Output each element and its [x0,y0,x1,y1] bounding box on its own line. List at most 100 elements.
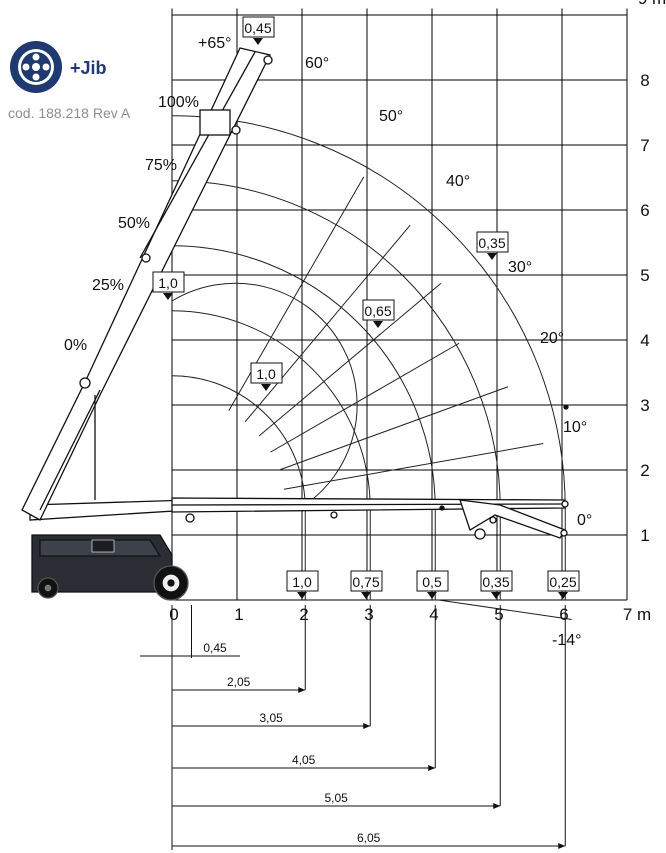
capacity-box-frame [152,271,185,293]
capacity-marker [373,321,383,328]
capacity-box: 0,35 [480,570,513,599]
angle-label: 30° [508,259,532,276]
y-tick-label: 5 [640,266,649,285]
capacity-box-frame [476,231,509,253]
radius-arc [171,180,501,600]
capacity-box-frame [250,362,283,384]
y-tick-label: 1 [640,526,649,545]
jib-label: +Jib [70,58,107,78]
extension-label: 25% [92,277,124,294]
capacity-marker [427,592,437,599]
capacity-box: 1,0 [250,362,283,391]
dimension-arrow [558,843,566,849]
angle-lines [228,176,572,620]
dimension-label: 0,45 [203,641,227,655]
y-tick-label: 4 [640,331,649,350]
radius-arc [171,282,358,510]
extension-label: 75% [145,157,177,174]
radius-arc [171,245,436,600]
capacity-box: 0,25 [547,570,580,599]
dimension-arrow [493,803,501,809]
extension-label: 50% [118,215,150,232]
x-tick-label: 3 [364,605,373,624]
wheel-icon [10,41,62,93]
capacity-box-label: 1,0 [256,366,276,382]
capacity-boxes: 0,45 1,0 1,0 0,65 0,35 1,0 0,75 0,5 0,35 0,25 [152,16,580,599]
capacity-marker [491,592,501,599]
capacity-box-label: 0,5 [422,574,442,590]
capacity-box-label: 0,35 [478,235,505,251]
angle-line [258,282,442,437]
angle-line [228,176,365,411]
extension-labels: 100%75%50%25%0% [64,94,199,354]
capacity-box-frame [547,570,580,592]
capacity-marker [297,592,307,599]
capacity-box-frame [362,299,395,321]
x-unit-label: 7 m [623,605,651,624]
capacity-box: 0,35 [476,231,509,260]
radius-arc [171,310,371,600]
x-tick-label: 0 [169,605,178,624]
capacity-box-frame [242,16,275,38]
dimension-label: 4,05 [292,753,316,767]
angle-label: 0° [577,512,592,529]
y-tick-label: 3 [640,396,649,415]
angle-line [270,342,460,453]
capacity-marker [163,293,173,300]
angle-label: 60° [305,55,329,72]
capacity-marker [261,384,271,391]
angle-line [278,386,509,471]
radius-arc [171,115,566,600]
angle-label: -14° [552,632,582,649]
angle-label: +65° [198,35,232,52]
y-tick-label: 6 [640,201,649,220]
capacity-box-label: 0,45 [244,20,271,36]
angle-line [438,599,572,620]
capacity-box-label: 0,25 [549,574,576,590]
dimension-lines: 0,45 2,05 3,05 4,05 5,05 6,05 [140,605,566,850]
dimension-label: 2,05 [227,675,251,689]
angle-label: 50° [379,108,403,125]
dimension-arrow [298,687,306,693]
angle-label: 10° [563,419,587,436]
capacity-box-label: 1,0 [292,574,312,590]
y-unit-label: 9 m [638,0,666,8]
capacity-box-frame [350,570,383,592]
angle-label: 20° [540,330,564,347]
capacity-box-label: 1,0 [158,275,178,291]
code-label: cod. 188.218 Rev A [8,105,131,121]
x-tick-label: 5 [494,605,503,624]
radius-arc [171,375,306,600]
capacity-marker [253,38,263,45]
dimension-arrow [363,723,371,729]
capacity-box: 0,45 [242,16,275,45]
angle-label: 40° [446,173,470,190]
extension-label: 100% [158,94,199,111]
angle-line [244,224,411,423]
capacity-marker [558,592,568,599]
x-tick-label: 1 [234,605,243,624]
y-tick-label: 7 [640,136,649,155]
dimension-label: 5,05 [324,791,348,805]
capacity-box: 0,65 [362,299,395,328]
dimension-label: 3,05 [259,711,283,725]
x-tick-label: 6 [559,605,568,624]
y-tick-label: 2 [640,461,649,480]
radius-arcs [171,115,566,600]
dimension-arrow [428,765,436,771]
capacity-box: 1,0 [286,570,319,599]
y-tick-label: 8 [640,71,649,90]
capacity-box-label: 0,65 [364,303,391,319]
angle-labels: +65° 60° 50° 40° 30° 20° 10° 0° -14° [198,35,592,649]
capacity-box-frame [480,570,513,592]
capacity-box-label: 0,75 [352,574,379,590]
angle-line [283,443,544,490]
dimension-label: 6,05 [357,831,381,845]
capacity-box: 0,5 [416,570,449,599]
capacity-box-frame [286,570,319,592]
capacity-box-label: 0,35 [482,574,509,590]
capacity-marker [487,253,497,260]
capacity-box: 1,0 [152,271,185,300]
